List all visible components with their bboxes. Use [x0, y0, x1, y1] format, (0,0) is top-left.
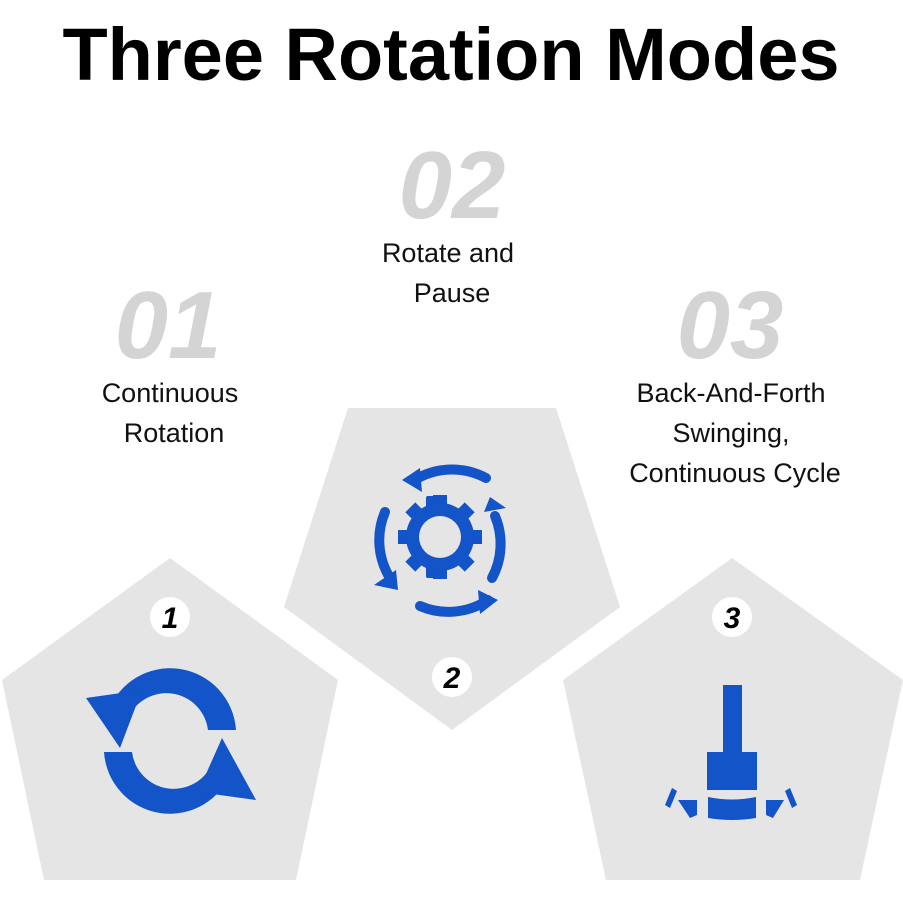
pentagon-panel-2: [284, 408, 620, 730]
label-line: Rotation: [124, 418, 225, 448]
label-line: Back-And-Forth: [636, 378, 825, 408]
page-title: Three Rotation Modes: [62, 13, 839, 96]
badge-number: 1: [162, 602, 179, 635]
mode-number-2: 02: [399, 132, 506, 239]
sync-arrows-icon: [86, 668, 256, 814]
label-line: Continuous: [102, 378, 239, 408]
mode-number-3: 03: [677, 272, 784, 379]
badge-number: 3: [724, 602, 741, 635]
swing-icon: [665, 685, 797, 820]
label-line: Continuous Cycle: [629, 458, 841, 488]
label-line: Rotate and: [382, 238, 514, 268]
mode-label-2: Rotate and Pause: [382, 238, 514, 308]
badge-3: 3: [712, 597, 752, 637]
mode-label-3: Back-And-Forth Swinging, Continuous Cycl…: [629, 378, 841, 488]
label-line: Swinging,: [672, 418, 789, 448]
badge-2: 2: [432, 657, 472, 697]
mode-label-1: Continuous Rotation: [102, 378, 239, 448]
mode-number-1: 01: [115, 272, 222, 379]
badge-number: 2: [443, 662, 461, 695]
label-line: Pause: [414, 278, 491, 308]
badge-1: 1: [150, 597, 190, 637]
gear-rotation-icon: [374, 464, 506, 617]
